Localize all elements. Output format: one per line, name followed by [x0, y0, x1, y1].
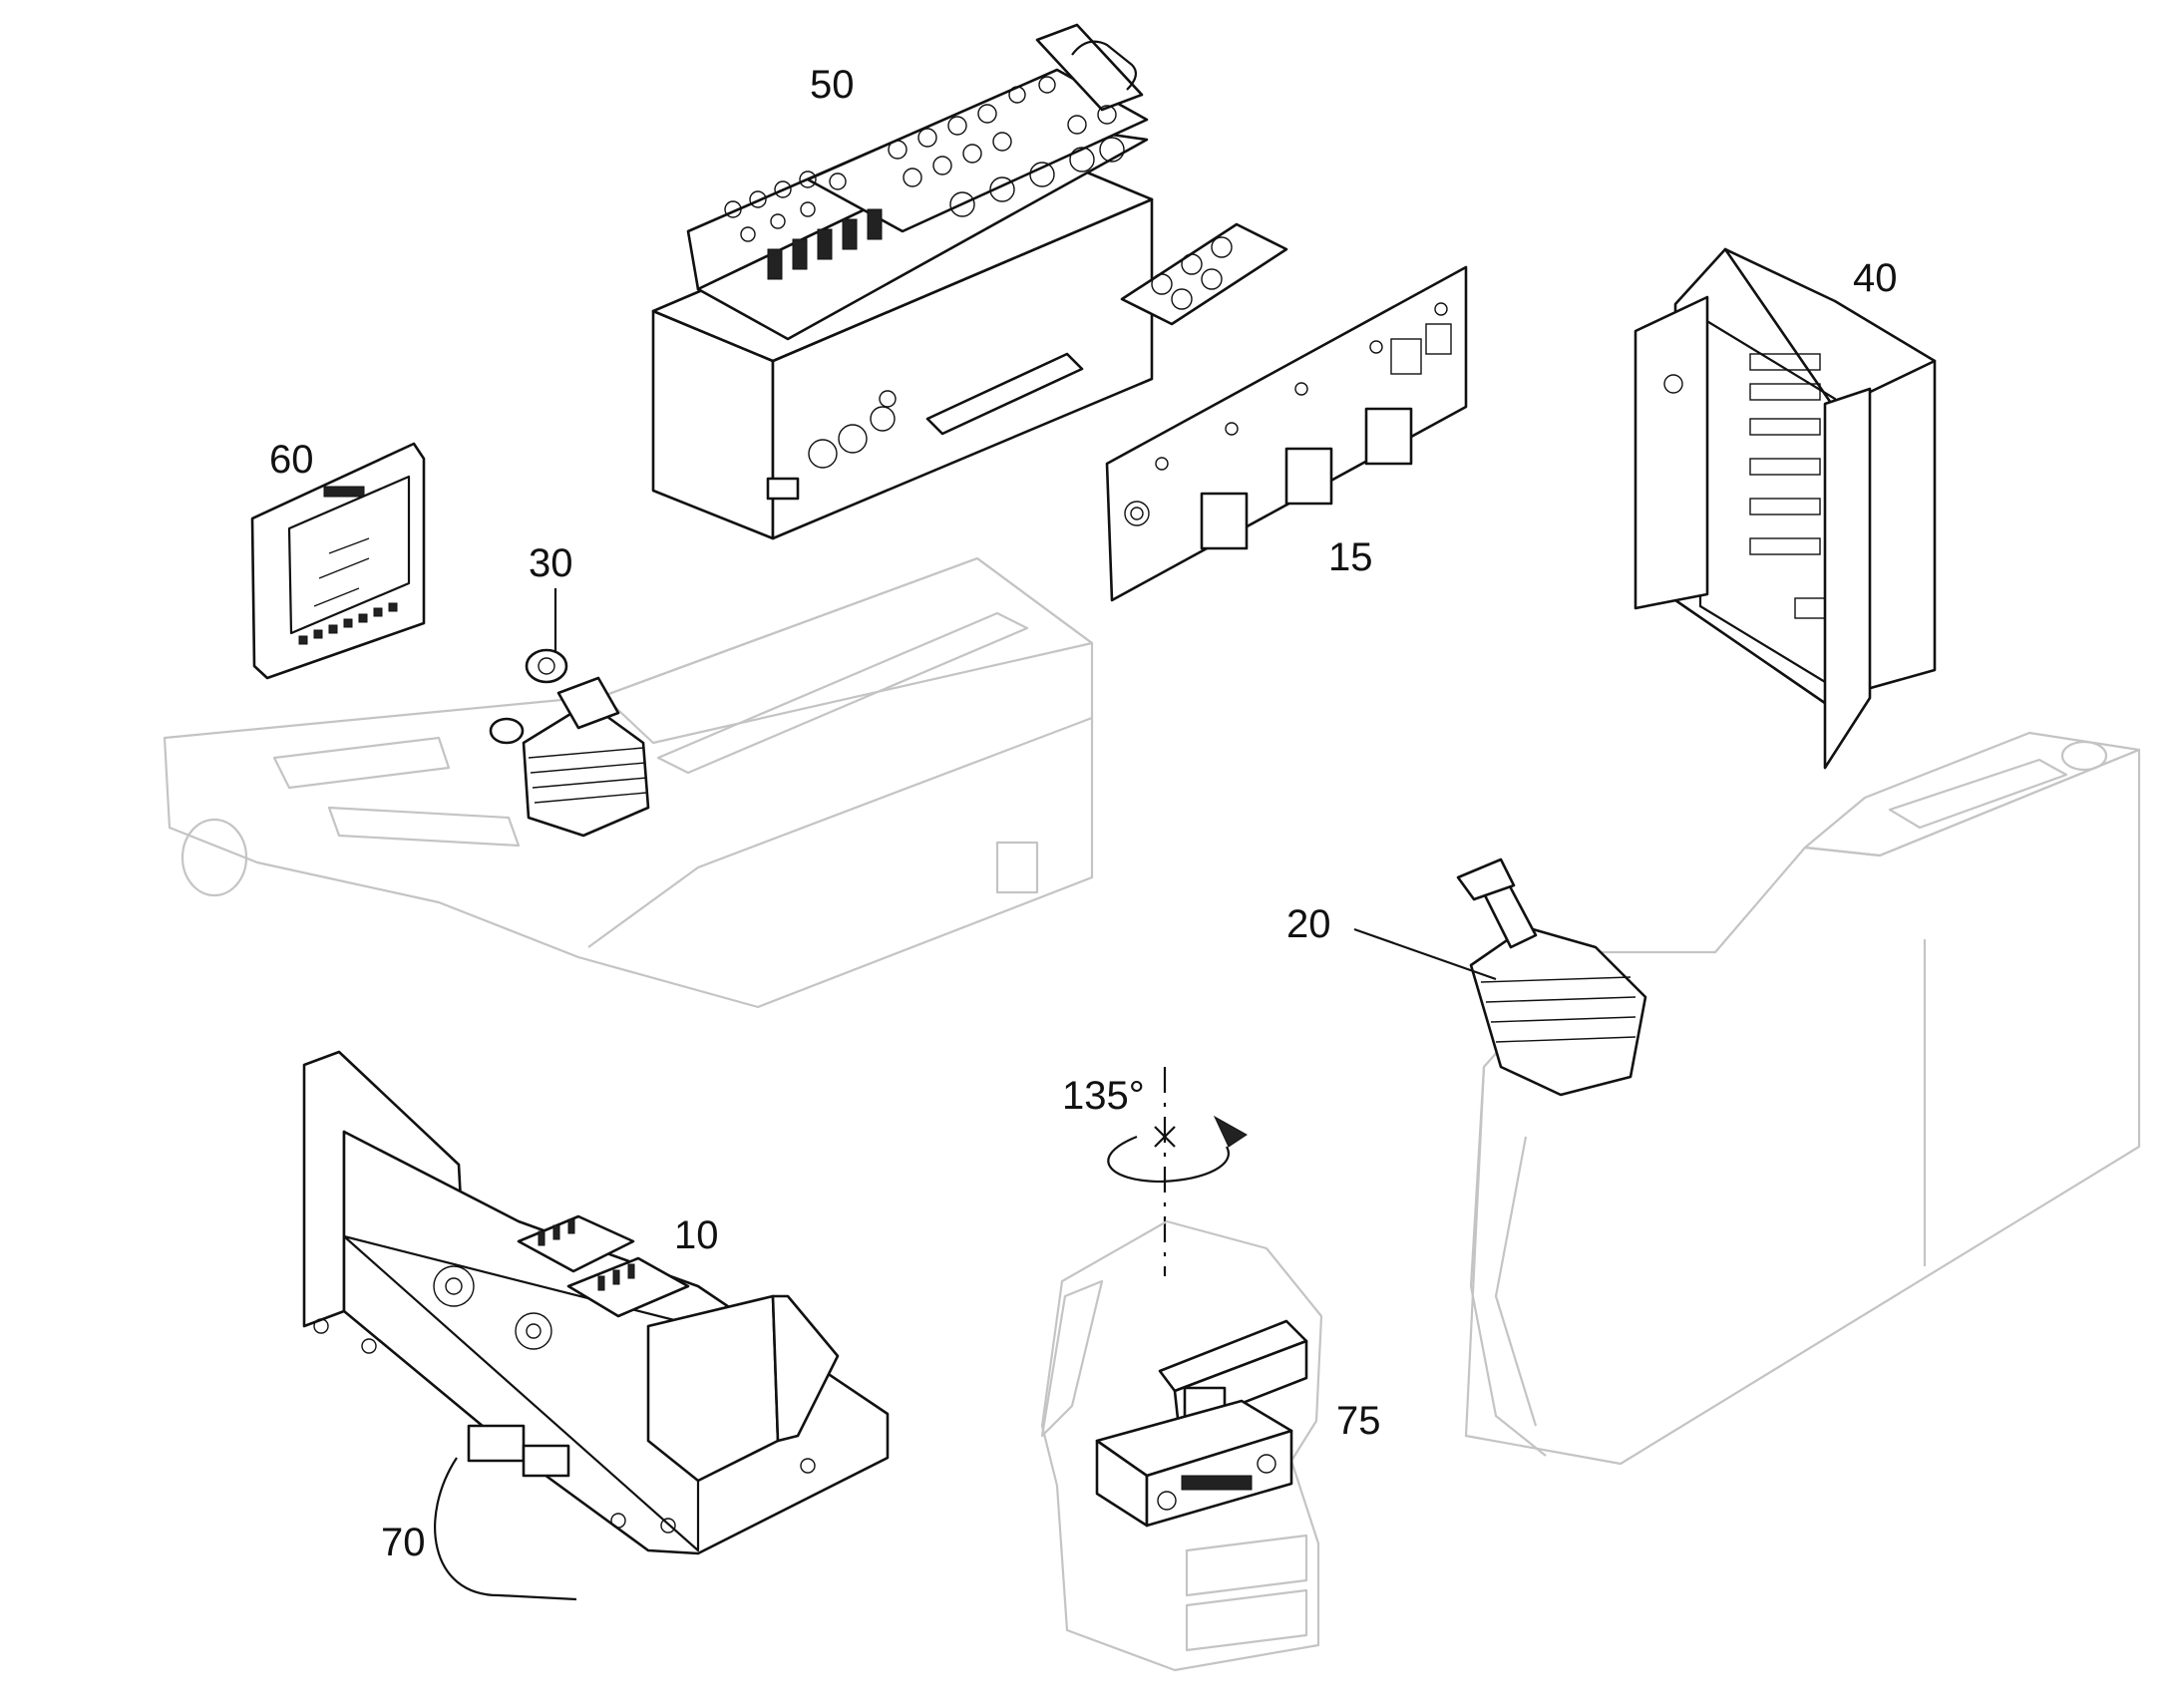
rotation-indicator [1107, 1067, 1248, 1276]
label-60: 60 [269, 438, 314, 482]
part-60-display-monitor[interactable] [250, 442, 426, 680]
label-10: 10 [674, 1213, 719, 1257]
part-40-electrical-cabinet[interactable] [1634, 247, 1937, 770]
right-console-frame [1464, 731, 2141, 1466]
label-70: 70 [381, 1521, 426, 1564]
label-15: 15 [1328, 535, 1373, 579]
part-30-joystick[interactable] [489, 648, 650, 838]
center-column-frame [1040, 1219, 1323, 1672]
part-15-connector-plate[interactable] [1105, 265, 1468, 602]
label-20: 20 [1286, 902, 1331, 946]
label-50: 50 [810, 63, 855, 107]
part-75-radio-unit[interactable] [1095, 1319, 1308, 1528]
part-10-pedal-assembly[interactable] [302, 1050, 890, 1555]
leader-20 [1353, 927, 1497, 981]
left-console-frame [163, 556, 1094, 1009]
label-30: 30 [529, 541, 573, 585]
rotation-angle-label: 135° [1062, 1074, 1145, 1118]
label-75: 75 [1336, 1399, 1381, 1443]
label-40: 40 [1853, 256, 1898, 300]
part-70-cable[interactable] [434, 1457, 577, 1601]
part-50-control-panel[interactable] [651, 23, 1288, 540]
part-20-joystick[interactable] [1456, 857, 1647, 1097]
